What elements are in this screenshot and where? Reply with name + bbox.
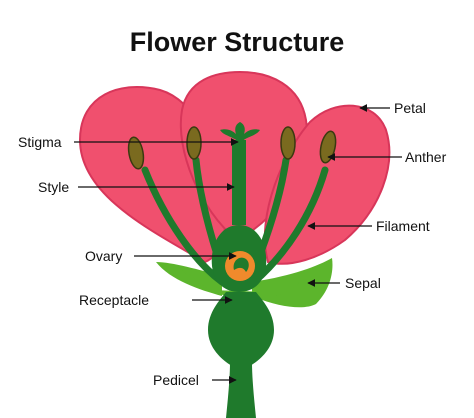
label-receptacle: Receptacle xyxy=(79,292,149,308)
label-petal: Petal xyxy=(394,100,426,116)
label-style: Style xyxy=(38,179,69,195)
label-pedicel: Pedicel xyxy=(153,372,199,388)
stigma xyxy=(220,122,260,142)
label-anther: Anther xyxy=(405,149,447,165)
sepal-left xyxy=(156,262,222,296)
pedicel xyxy=(226,362,256,418)
ovule-inner xyxy=(233,257,249,272)
anther-3 xyxy=(280,126,296,160)
anther-1 xyxy=(127,136,145,170)
style-tube xyxy=(232,140,246,225)
filament-1 xyxy=(141,166,226,286)
diagram-title: Flower Structure xyxy=(130,27,345,57)
label-stigma: Stigma xyxy=(18,134,62,150)
label-sepal: Sepal xyxy=(345,275,381,291)
label-filament: Filament xyxy=(376,218,430,234)
anther-2 xyxy=(186,126,202,160)
receptacle xyxy=(208,292,274,366)
label-ovary: Ovary xyxy=(85,248,122,264)
